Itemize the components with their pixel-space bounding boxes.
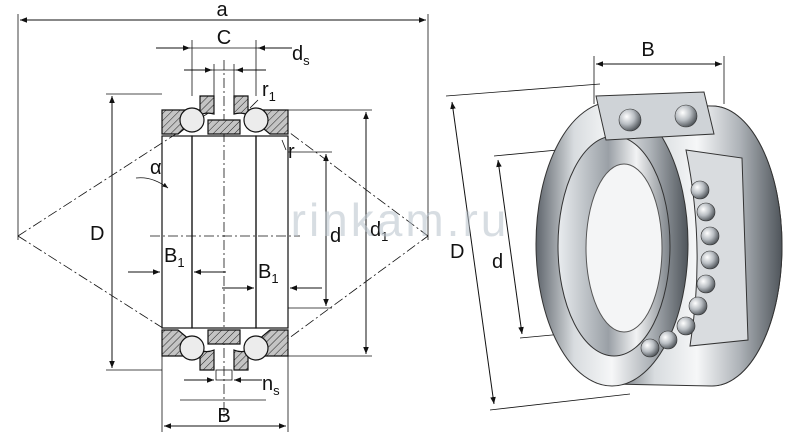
label-D-iso: D [450,241,464,263]
top-ball-right [674,104,698,128]
label-d-iso: d [492,251,503,273]
label-B-bottom: B [217,405,230,427]
top-center-washer [207,119,241,135]
bottom-groove [215,369,233,381]
top-section [161,95,289,135]
alpha-arc [135,177,169,189]
label-d1: d1 [370,219,388,244]
label-a: a [216,0,228,21]
label-alpha: α [150,157,162,179]
bottom-center-washer [207,329,241,345]
washer-right-body [255,135,289,329]
label-C: C [217,27,231,49]
top-right-ball [243,107,269,133]
top-ball-left [618,108,642,132]
label-B1-left: B1 [164,245,185,270]
label-ds: ds [292,43,310,68]
dim-d-iso-line [496,159,524,335]
label-B-iso: B [641,39,654,61]
bearing-render: D d B [445,39,783,411]
top-left-ball [179,107,205,133]
watermark: rinkam.ru [291,194,510,246]
label-B1-right: B1 [258,261,279,286]
inner-bore [585,163,663,333]
bottom-right-ball [243,335,269,361]
label-r1: r1 [262,79,276,104]
ball-row [640,180,720,358]
label-D: D [90,223,104,245]
contact-line-upper-right [261,111,429,237]
washer-left-body [161,135,193,329]
dim-D-iso-line [450,101,496,405]
section-drawing: a C ds r1 r α D d [17,0,429,432]
bottom-section [161,329,289,381]
label-ns: ns [262,373,280,398]
label-d: d [330,225,341,247]
contact-line-lower-right [261,235,429,359]
bottom-left-ball [179,335,205,361]
